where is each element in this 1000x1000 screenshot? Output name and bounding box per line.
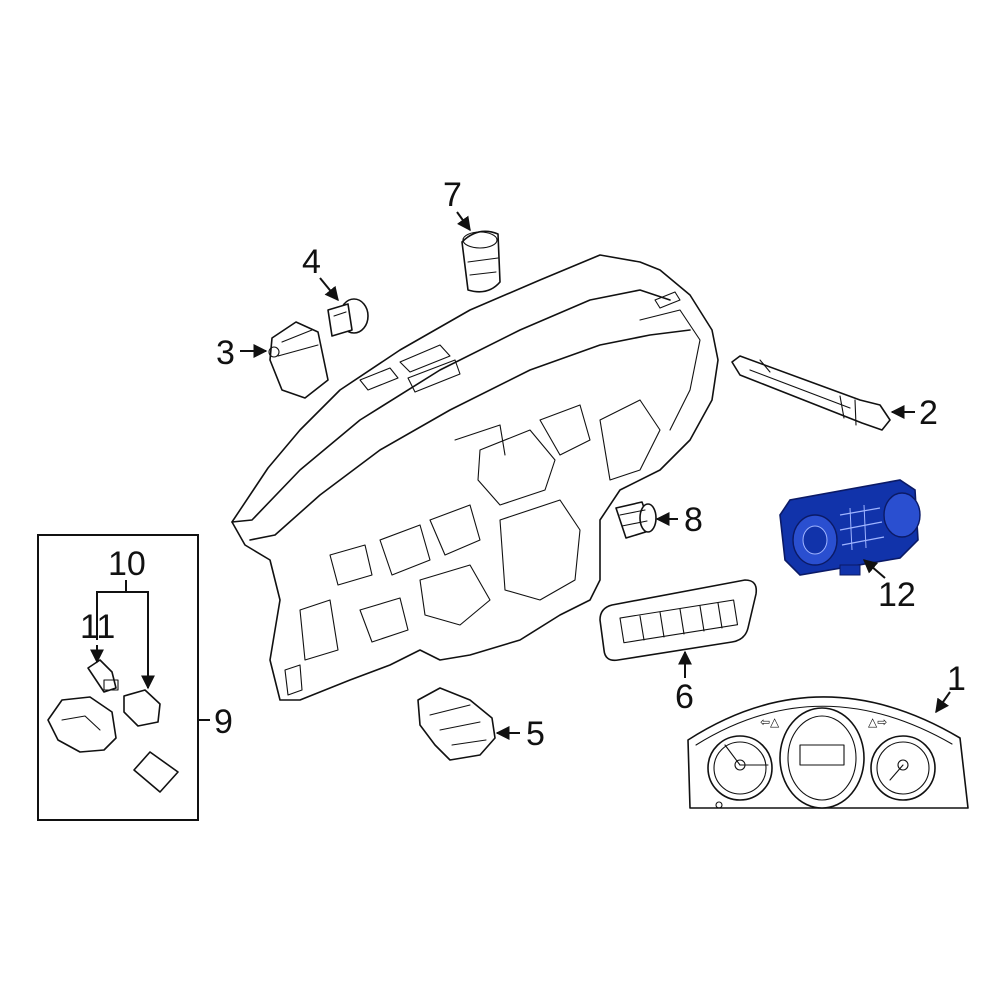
dashboard-panel — [231, 254, 719, 701]
callout-7: 7 — [443, 176, 462, 214]
callout-9: 9 — [214, 703, 233, 741]
callout-3: 3 — [216, 334, 235, 372]
callout-labels: 1 2 3 4 5 6 7 8 9 10 11 12 — [80, 176, 966, 753]
climate-control-unit[interactable] — [779, 479, 921, 576]
callout-10: 10 — [108, 545, 146, 583]
actuator-motor[interactable] — [268, 321, 329, 399]
callout-6: 6 — [675, 678, 694, 716]
callout-12: 12 — [878, 576, 916, 614]
sensor-unit[interactable] — [461, 230, 501, 293]
callout-4: 4 — [302, 243, 321, 281]
instrument-cluster[interactable]: ⇦△ △⇨ — [687, 696, 969, 809]
callout-2: 2 — [919, 394, 938, 432]
turn-signal-left-icon: ⇦△ — [760, 715, 780, 729]
callout-8: 8 — [684, 501, 703, 539]
leader-lines — [90, 211, 951, 740]
callout-11: 11 — [80, 608, 115, 646]
socket-connector[interactable] — [327, 298, 369, 337]
rotary-switch[interactable] — [615, 501, 657, 539]
switch-assembly[interactable] — [417, 687, 496, 761]
switch-panel[interactable] — [599, 579, 758, 662]
callout-1: 1 — [947, 660, 966, 698]
kit-box — [37, 534, 210, 821]
callout-5: 5 — [526, 715, 545, 753]
turn-signal-right-icon: △⇨ — [868, 715, 887, 729]
sensor-rod[interactable] — [731, 355, 891, 431]
